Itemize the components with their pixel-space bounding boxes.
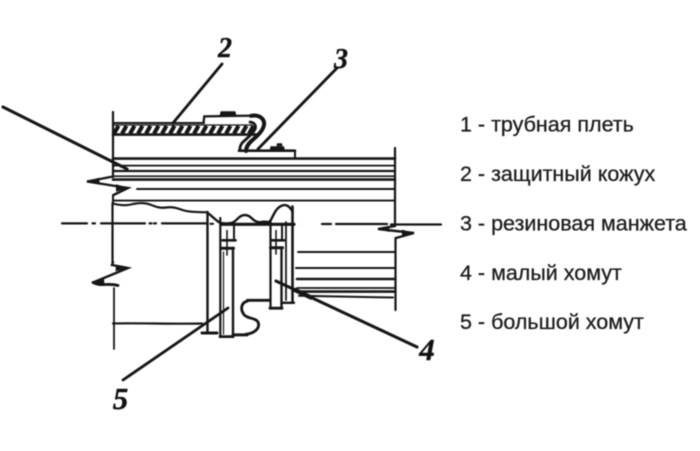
svg-text:1 - трубная плеть: 1 - трубная плеть [460,113,634,137]
svg-text:2 - защитный кожух: 2 - защитный кожух [460,162,655,186]
svg-text:3: 3 [333,44,348,75]
svg-text:4: 4 [418,332,435,367]
svg-text:5 - большой хомут: 5 - большой хомут [460,310,644,334]
svg-text:2: 2 [217,33,232,64]
svg-text:4 - малый хомут: 4 - малый хомут [460,261,622,285]
svg-text:3 - резиновая манжета: 3 - резиновая манжета [460,212,687,236]
svg-text:5: 5 [113,381,129,416]
